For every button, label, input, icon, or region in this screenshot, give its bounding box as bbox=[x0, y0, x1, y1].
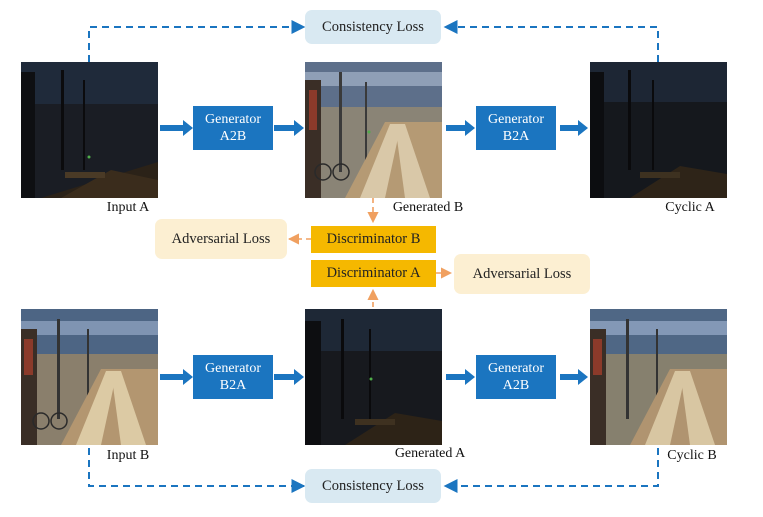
input-b-image bbox=[21, 309, 158, 445]
consistency-loss-bottom: Consistency Loss bbox=[305, 469, 441, 503]
arrow-head bbox=[183, 369, 193, 385]
generator-label-line2: A2B bbox=[502, 378, 530, 393]
generated-b-image bbox=[305, 62, 442, 198]
input-b-caption: Input B bbox=[106, 448, 150, 463]
cyclic-b-caption: Cyclic B bbox=[667, 448, 717, 463]
arrow-head bbox=[578, 120, 588, 136]
generator-label-line2: B2A bbox=[502, 129, 530, 144]
generated-b-caption: Generated B bbox=[392, 200, 464, 215]
cyclic-a-image bbox=[590, 62, 727, 198]
generator-label-line2: A2B bbox=[219, 129, 247, 144]
generated-a-caption: Generated A bbox=[394, 446, 466, 461]
arrow-head bbox=[465, 120, 475, 136]
generator-a2b-bottom: Generator A2B bbox=[476, 355, 556, 399]
input-a-image bbox=[21, 62, 158, 198]
adversarial-loss-left: Adversarial Loss bbox=[155, 219, 287, 259]
consistency-loop-bottom bbox=[88, 448, 659, 493]
arrow-head bbox=[465, 369, 475, 385]
generator-label-line1: Generator bbox=[205, 112, 261, 127]
flow-arrows-top bbox=[160, 120, 588, 136]
cyclic-b-image bbox=[590, 309, 727, 445]
generated-a-image bbox=[305, 309, 442, 445]
discriminator-arrows bbox=[287, 198, 453, 307]
generator-b2a-bottom: Generator B2A bbox=[193, 355, 273, 399]
flow-arrows-bottom bbox=[160, 369, 588, 385]
generator-b2a-top: Generator B2A bbox=[476, 106, 556, 150]
adversarial-loss-right: Adversarial Loss bbox=[454, 254, 590, 294]
input-a-caption: Input A bbox=[106, 200, 150, 215]
discriminator-a: Discriminator A bbox=[311, 260, 436, 287]
generator-label-line2: B2A bbox=[219, 378, 247, 393]
generator-label-line1: Generator bbox=[205, 361, 261, 376]
generator-label-line1: Generator bbox=[488, 112, 544, 127]
generator-label-line1: Generator bbox=[488, 361, 544, 376]
arrow-head bbox=[183, 120, 193, 136]
cyclic-a-caption: Cyclic A bbox=[665, 200, 715, 215]
discriminator-b: Discriminator B bbox=[311, 226, 436, 253]
arrow-head bbox=[578, 369, 588, 385]
arrow-head bbox=[294, 369, 304, 385]
consistency-loss-top: Consistency Loss bbox=[305, 10, 441, 44]
arrow-head bbox=[294, 120, 304, 136]
generator-a2b-top: Generator A2B bbox=[193, 106, 273, 150]
